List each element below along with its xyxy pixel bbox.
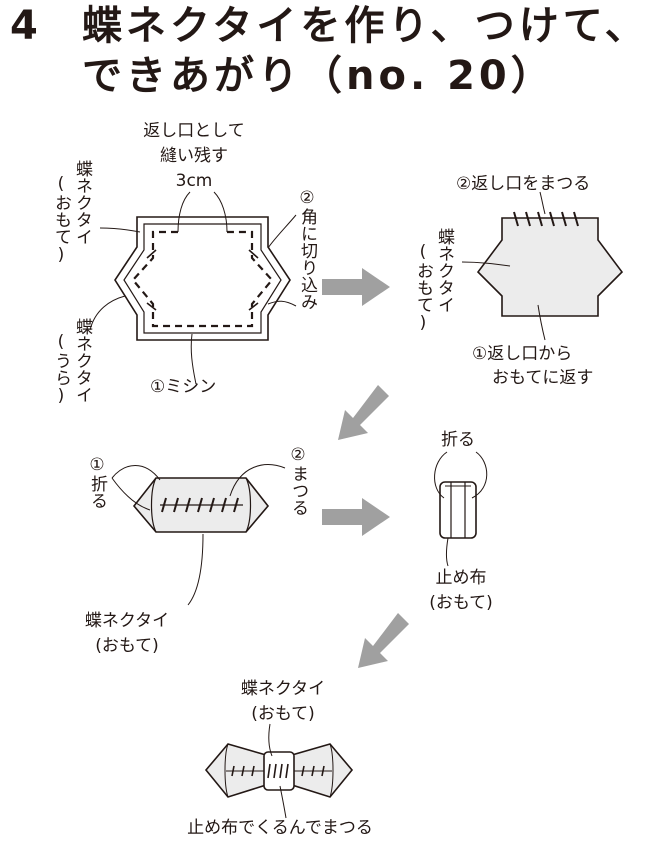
step5-front-label: 蝶ネクタイ [240, 679, 326, 699]
page-title-line-2: できあがり（no. 20） [82, 53, 555, 99]
step2-front-sub: (おもて) [413, 242, 433, 333]
step2-fabric [476, 217, 624, 317]
step1-back-label: 蝶ネクタイ [72, 318, 92, 403]
step2-slipstitch-label: ②返し口をまつる [456, 174, 591, 194]
step4-band-label: 止め布 [435, 568, 487, 588]
step3-front-label: 蝶ネクタイ [84, 611, 170, 631]
step2-slip-stitches [513, 211, 579, 227]
arrow-step4-to-step5 [358, 613, 409, 668]
step1-sew-label: ①ミシン [150, 377, 217, 397]
step5-bow-tie [204, 743, 354, 798]
step5-stitches [231, 763, 325, 779]
step2-turn-label-1: ①返し口から [472, 344, 573, 364]
page-title-line-1: 蝶ネクタイを作り、つけて、 [82, 3, 649, 49]
step4-fold-label: 折る [441, 430, 475, 450]
step1-front-sub: (おもて) [51, 174, 71, 265]
step1-stitch-line [131, 230, 274, 328]
step1-back-sub: (うら) [51, 332, 71, 406]
arrow-step1-to-step2 [322, 268, 390, 306]
step-number: 4 [10, 3, 42, 49]
step4-leader-lines [434, 451, 488, 567]
step1-opening-size: 3cm [175, 171, 213, 191]
step5-wrap-label: 止め布でくるんでまつる [187, 818, 373, 838]
step3-leader-lines [111, 464, 286, 606]
step3-front-sub: (おもて) [95, 636, 159, 656]
step1-clip-label: ②角に切り込み [297, 188, 317, 310]
step1-opening-label-1: 返し口として [143, 121, 245, 141]
step4-band-sub: (おもて) [429, 593, 493, 613]
arrow-step3-to-step4 [322, 498, 390, 536]
step2-front-label: 蝶ネクタイ [434, 228, 454, 313]
step5-front-sub: (おもて) [251, 704, 315, 724]
step1-fabric-inner [123, 223, 282, 334]
step3-stitches [161, 497, 239, 513]
arrow-step2-to-step3 [338, 385, 389, 440]
step3-stitch-label: ②まつる [288, 445, 308, 516]
step2-turn-label-2: おもてに返す [492, 368, 594, 388]
step1-opening-label-2: 縫い残す [160, 146, 228, 166]
step1-clip-marks [146, 249, 259, 311]
step4-band [439, 481, 477, 539]
step1-front-label: 蝶ネクタイ [72, 160, 92, 245]
step3-fold-label: ①折る [87, 455, 107, 509]
step1-leader-lines [89, 191, 297, 385]
step2-leader-lines [461, 191, 546, 341]
step5-leader-lines [268, 723, 287, 819]
